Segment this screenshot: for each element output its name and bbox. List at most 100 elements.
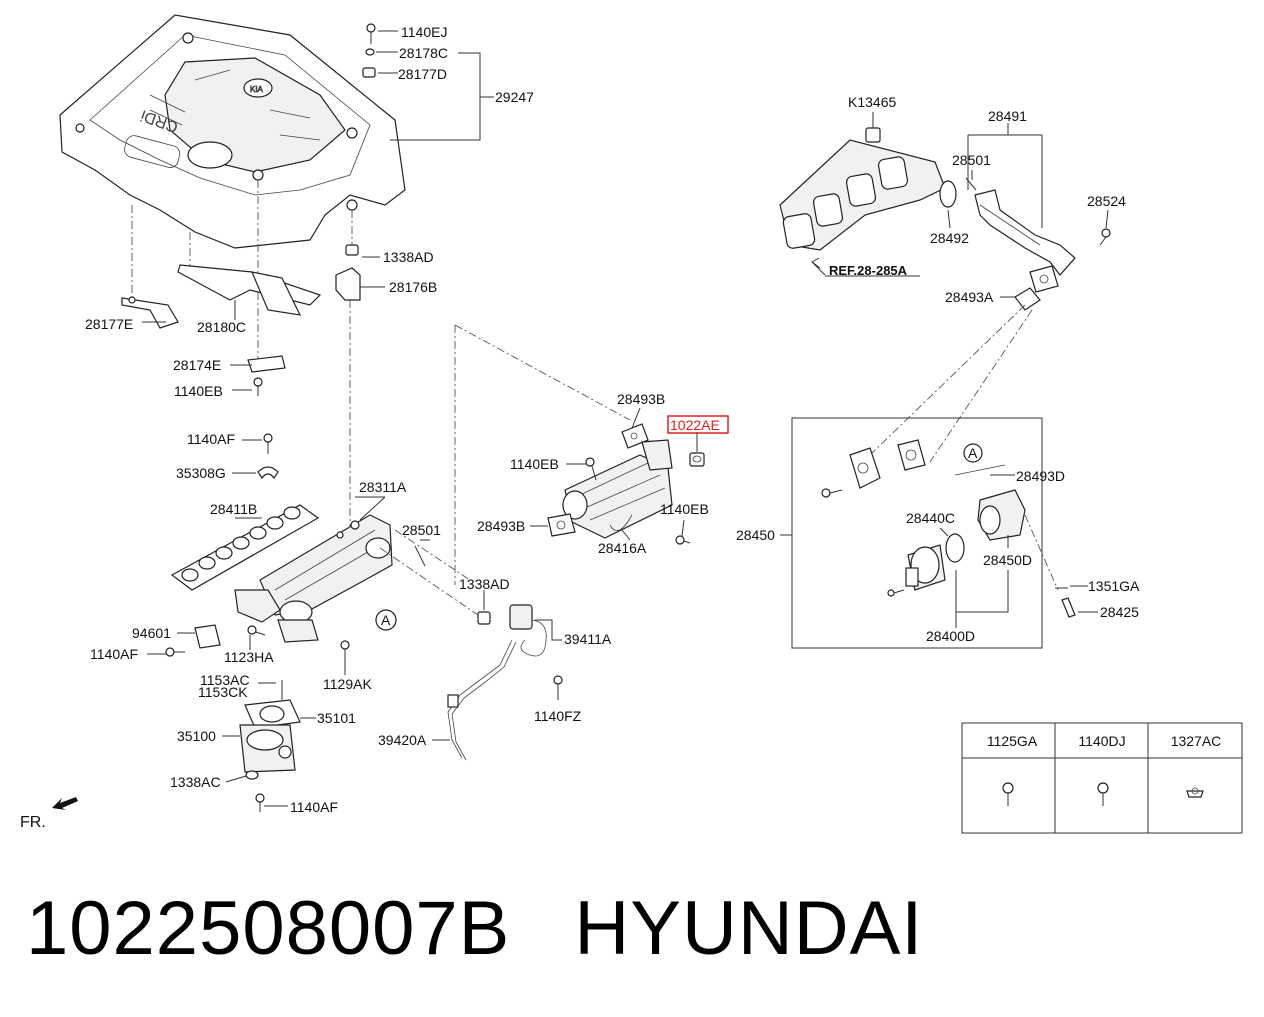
manifold-28311A xyxy=(234,514,393,643)
callout-A-egr: A xyxy=(968,445,978,461)
label-28400D: 28400D xyxy=(926,628,975,644)
bolt-1140FZ xyxy=(553,675,563,700)
label-28450D: 28450D xyxy=(983,552,1032,568)
parts-diagram: KIA CRDi xyxy=(20,14,1243,834)
bracket-28177E xyxy=(121,296,179,329)
clip-35308G xyxy=(257,466,279,480)
label-K13465: K13465 xyxy=(848,94,896,110)
label-94601: 94601 xyxy=(132,625,171,641)
label-28411B: 28411B xyxy=(210,501,257,517)
label-1123HA: 1123HA xyxy=(224,649,274,665)
label-28425: 28425 xyxy=(1100,604,1139,620)
nut-1022AE xyxy=(689,452,705,467)
exhaust-manifold-ref xyxy=(779,139,946,251)
egr-cooler-28416A xyxy=(562,439,673,539)
svg-text:KIA: KIA xyxy=(250,85,264,94)
bracket-94601 xyxy=(194,624,221,649)
front-arrow-icon xyxy=(52,797,78,810)
engine-cover-29247: KIA CRDi xyxy=(59,14,406,249)
icon-1327AC xyxy=(1186,787,1204,798)
label-28174E: 28174E xyxy=(173,357,221,373)
sensor-39411A xyxy=(509,604,547,657)
label-1140EJ: 1140EJ xyxy=(401,24,447,40)
gasket-28411B xyxy=(170,504,320,591)
label-28524: 28524 xyxy=(1087,193,1126,209)
label-28493A: 28493A xyxy=(945,289,994,305)
part-number: 1022508007B xyxy=(26,886,511,971)
icon-1140DJ xyxy=(1097,782,1109,806)
label-1140AF-b: 1140AF xyxy=(90,646,138,662)
bracket-28174E xyxy=(247,355,286,396)
label-1140FZ: 1140FZ xyxy=(534,708,582,724)
label-28492: 28492 xyxy=(930,230,969,246)
gasket-28492 xyxy=(939,180,957,208)
label-39411A: 39411A xyxy=(564,631,612,647)
oring-28440C xyxy=(945,533,965,563)
valve-28400D xyxy=(905,544,946,591)
highlight-box xyxy=(667,415,729,434)
label-28176B: 28176B xyxy=(389,279,437,295)
hose-39420A xyxy=(447,639,517,761)
label-35308G: 35308G xyxy=(176,465,226,481)
icon-1125GA xyxy=(1002,782,1014,806)
label-1153AC: 1153AC xyxy=(200,672,250,688)
label-28177E: 28177E xyxy=(85,316,133,332)
label-1140EB-mid: 1140EB xyxy=(510,456,559,472)
label-1022AE: 1022AE xyxy=(670,417,720,433)
callout-A-manifold: A xyxy=(381,612,391,628)
bracket-28176B xyxy=(335,244,361,301)
label-39420A: 39420A xyxy=(378,732,427,748)
bolt-1140EJ xyxy=(366,23,376,44)
grommet-28177D xyxy=(362,67,376,78)
label-28491: 28491 xyxy=(988,108,1027,124)
label-1140EB-left: 1140EB xyxy=(174,383,223,399)
fastener-legend-table: 1125GA 1140DJ 1327AC xyxy=(961,722,1243,834)
label-28180C: 28180C xyxy=(197,319,246,335)
label-ref-28-285A: REF.28-285A xyxy=(829,263,908,278)
bolt-1140EB-right xyxy=(675,535,691,545)
bolt-28524 xyxy=(1099,228,1111,246)
label-28493D: 28493D xyxy=(1016,468,1065,484)
throttle-body-35100 xyxy=(239,724,296,780)
bolt-egr-box xyxy=(821,488,843,498)
gasket-35101 xyxy=(244,699,301,729)
legend-header-1: 1125GA xyxy=(987,733,1038,749)
label-1351GA: 1351GA xyxy=(1088,578,1140,594)
label-1129AK: 1129AK xyxy=(323,676,372,692)
bolt-1140AF-top xyxy=(263,433,273,454)
label-1153CK: 1153CK xyxy=(198,684,248,700)
gasket-28493A xyxy=(1014,287,1041,311)
egr-valve-box xyxy=(791,417,1043,649)
label-28440C: 28440C xyxy=(906,510,955,526)
legend-header-2: 1140DJ xyxy=(1078,733,1125,749)
actuator-28450D xyxy=(977,489,1026,541)
label-28493B: 28493B xyxy=(617,391,665,407)
label-28501-right: 28501 xyxy=(952,152,991,168)
bolt-1140AF-mid xyxy=(165,647,185,657)
gasket-28493B-left xyxy=(547,513,576,537)
label-28501-mid: 28501 xyxy=(402,522,441,538)
legend-header-3: 1327AC xyxy=(1171,733,1222,749)
gasket-28493A-top xyxy=(1029,265,1059,293)
bracket-28180C xyxy=(177,264,322,316)
pin-28425 xyxy=(1061,597,1076,618)
label-28177D: 28177D xyxy=(398,66,447,82)
label-35100: 35100 xyxy=(177,728,216,744)
nut-1338AD-mid xyxy=(477,611,491,625)
bolt-28400D xyxy=(887,589,905,597)
label-1338AD-mid: 1338AD xyxy=(459,576,510,592)
label-1140EB-right: 1140EB xyxy=(660,501,709,517)
gasket-28493D xyxy=(849,439,926,489)
egr-pipe-28491 xyxy=(974,189,1076,276)
bolt-1129AK xyxy=(340,640,350,665)
label-1338AD-top: 1338AD xyxy=(383,249,434,265)
label-28450: 28450 xyxy=(736,527,775,543)
label-front: FR. xyxy=(20,814,46,831)
label-28311A: 28311A xyxy=(359,479,407,495)
bolt-1140EB-mid xyxy=(585,457,597,481)
bolt-1140AF-bottom xyxy=(255,793,265,812)
label-1338AC: 1338AC xyxy=(170,774,221,790)
label-28416A: 28416A xyxy=(598,540,647,556)
stud-28501-mid xyxy=(414,545,426,567)
